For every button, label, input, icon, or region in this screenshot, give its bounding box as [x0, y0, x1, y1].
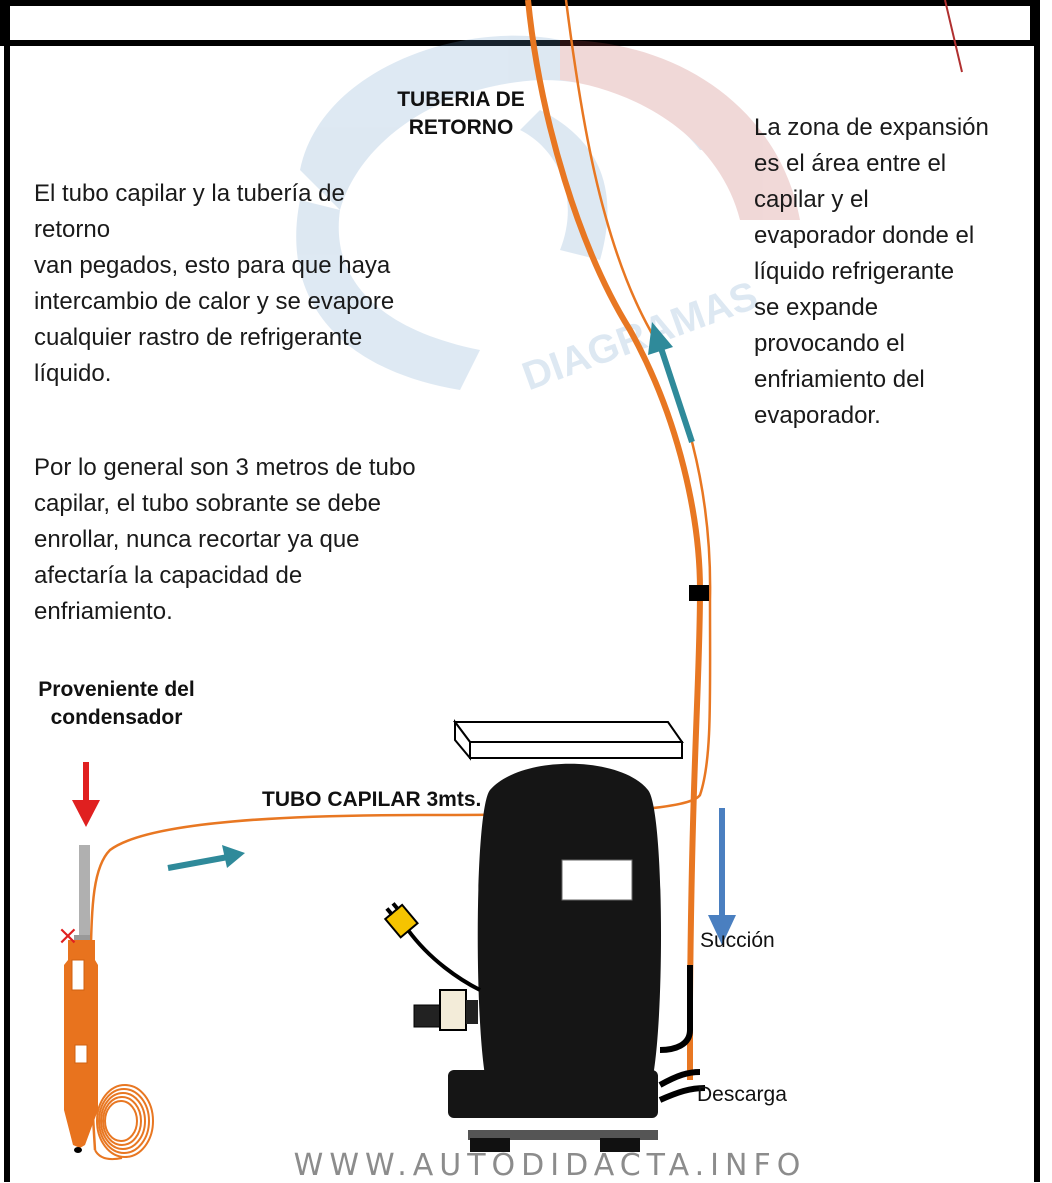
suction-label: Succión	[700, 929, 775, 952]
return-pipe-label: TUBERIA DE RETORNO	[397, 88, 525, 139]
capillary-return-description: El tubo capilar y la tubería de retorno …	[34, 180, 395, 387]
junction-block	[689, 585, 709, 601]
capillary-length-note: Por lo general son 3 metros de tubo capi…	[34, 454, 416, 625]
condenser-input-arrow	[72, 762, 100, 827]
header-bar	[0, 0, 1036, 46]
blocked-marker-icon: ×	[57, 921, 79, 951]
condenser-source-label: Proveniente del condensador	[38, 678, 195, 729]
filter-drier	[64, 845, 98, 1153]
discharge-label: Descarga	[697, 1083, 787, 1106]
watermark-url: WWW.AUTODIDACTA.INFO	[293, 1148, 807, 1183]
diagram-frame	[4, 0, 1040, 1182]
capillary-coil	[94, 1084, 154, 1160]
suction-flow-arrow	[708, 808, 736, 945]
evaporator-lead-line	[944, 0, 963, 73]
expansion-zone-description: La zona de expansión es el área entre el…	[754, 114, 989, 429]
compressor	[383, 719, 706, 1152]
return-flow-arrow	[648, 322, 695, 443]
return-pipe	[525, 0, 704, 1080]
watermark-logo-text: DIAGRAMAS	[517, 273, 764, 399]
capillary-tube-label: TUBO CAPILAR 3mts.	[262, 788, 482, 811]
capillary-flow-arrow	[167, 845, 245, 871]
capillary-tube	[88, 0, 712, 1151]
